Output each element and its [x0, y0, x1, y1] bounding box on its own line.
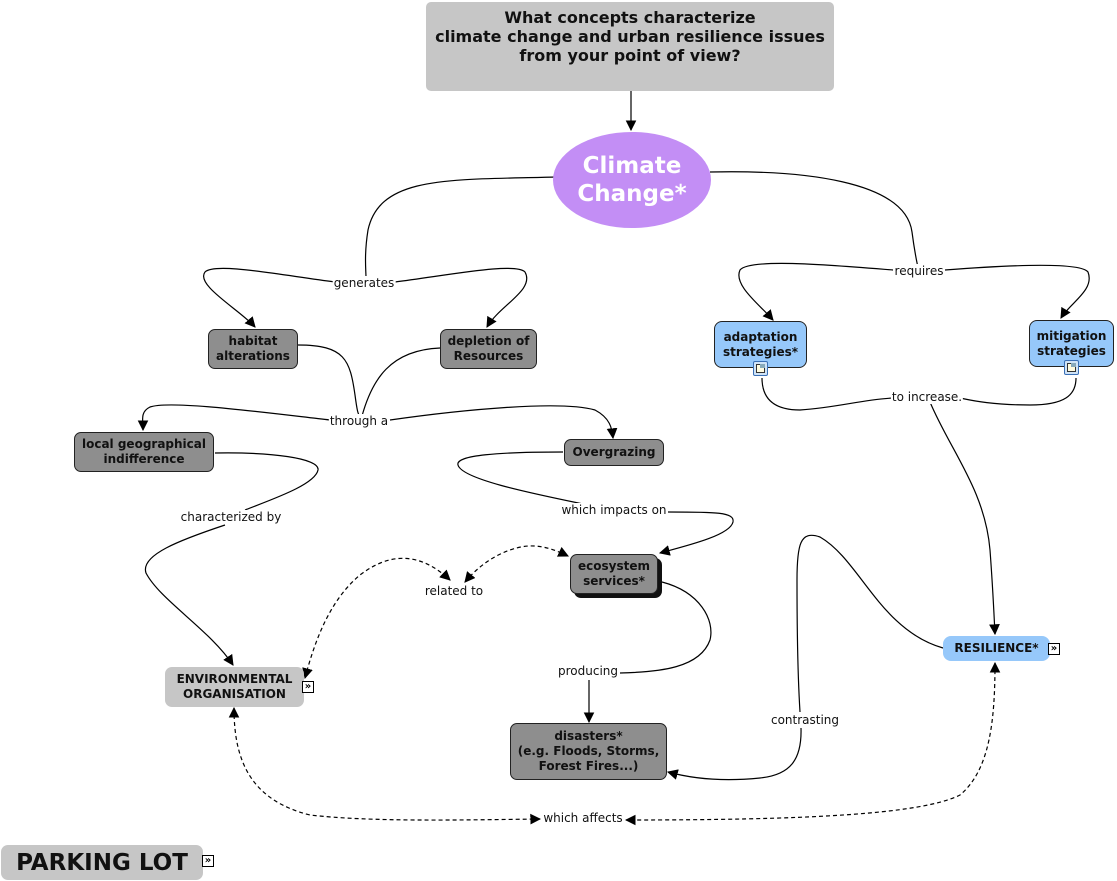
link-depletion-to-through	[361, 347, 441, 417]
link-label-which-impacts-on[interactable]: which impacts on	[560, 503, 668, 517]
expander-icon[interactable]: »	[202, 855, 214, 867]
link-adaptation-to-increase	[761, 377, 894, 411]
link-label-through-a[interactable]: through a	[328, 414, 390, 428]
concept-depletion-of-resources[interactable]: depletion of Resources	[440, 329, 537, 369]
link-label-which-affects[interactable]: which affects	[542, 811, 624, 825]
concept-climate-change[interactable]: Climate Change*	[553, 132, 711, 228]
concept-disasters[interactable]: disasters* (e.g. Floods, Storms, Forest …	[510, 723, 667, 780]
link-local-to-characterized	[214, 452, 319, 511]
link-label-characterized-by[interactable]: characterized by	[179, 510, 283, 524]
link-overgrazing-to-impacts	[457, 451, 589, 506]
link-label-related-to[interactable]: related to	[423, 584, 485, 598]
link-env-to-affects	[228, 706, 542, 825]
link-root-to-generates	[364, 176, 556, 279]
link-label-contrasting[interactable]: contrasting	[769, 713, 841, 727]
concept-environmental-organisation[interactable]: ENVIRONMENTAL ORGANISATION	[165, 667, 304, 707]
link-habitat-to-through	[297, 344, 361, 417]
link-through-to-local	[137, 404, 331, 432]
link-requires-to-adaptation	[738, 262, 894, 321]
concept-ecosystem-services[interactable]: ecosystem services*	[570, 554, 658, 594]
link-resilience-to-affects	[624, 661, 1001, 826]
focus-question[interactable]: What concepts characterize climate chang…	[426, 2, 834, 91]
link-env-to-related	[302, 557, 451, 680]
attached-document-icon[interactable]	[1064, 360, 1079, 375]
link-mitigation-to-increase	[959, 377, 1077, 406]
link-generates-to-habitat	[202, 267, 336, 328]
attached-document-icon[interactable]	[753, 361, 768, 376]
link-requires-to-mitigation	[944, 264, 1090, 319]
concept-resilience[interactable]: RESILIENCE*	[943, 636, 1050, 661]
link-root-to-requires	[709, 171, 919, 269]
link-through-to-overgrazing	[389, 405, 618, 440]
link-resilience-to-contrasting	[796, 534, 944, 713]
link-label-producing[interactable]: producing	[556, 664, 620, 678]
link-generates-to-depletion	[394, 267, 528, 328]
link-ecosystem-to-producing	[619, 581, 712, 674]
link-increase-to-resilience	[929, 401, 1000, 636]
concept-adaptation-strategies[interactable]: adaptation strategies*	[714, 321, 807, 368]
link-characterized-to-env	[144, 524, 234, 666]
link-ecosystem-to-related	[464, 545, 569, 583]
concept-habitat-alterations[interactable]: habitat alterations	[208, 329, 298, 369]
link-label-generates[interactable]: generates	[332, 276, 396, 290]
parking-lot[interactable]: PARKING LOT	[1, 845, 203, 880]
expander-icon[interactable]: »	[302, 681, 314, 693]
expander-icon[interactable]: »	[1048, 643, 1060, 655]
link-impacts-to-ecosystem	[658, 511, 734, 556]
concept-mitigation-strategies[interactable]: mitigation strategies	[1029, 320, 1114, 367]
concept-local-geographical-indifference[interactable]: local geographical indifference	[74, 432, 214, 472]
link-label-requires[interactable]: requires	[893, 264, 945, 278]
link-label-to-increase[interactable]: to increase.	[890, 390, 964, 404]
link-contrasting-to-disasters	[666, 727, 802, 781]
concept-overgrazing[interactable]: Overgrazing	[564, 439, 664, 466]
